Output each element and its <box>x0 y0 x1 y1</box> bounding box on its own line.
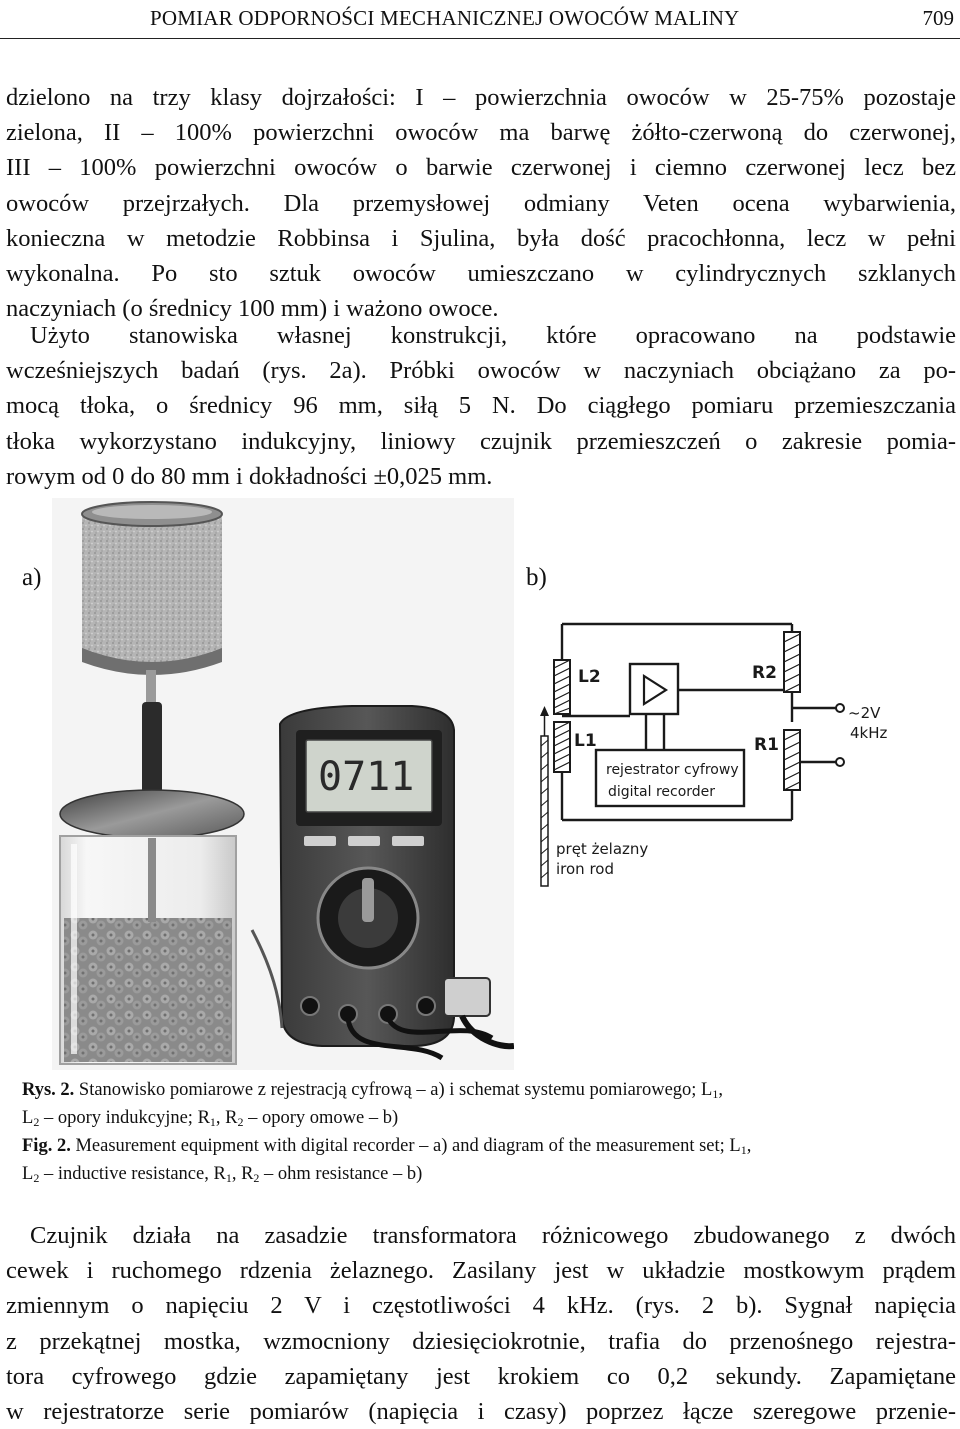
terminal-icon <box>835 703 845 713</box>
text-line: owoców przejrzałych. Dla przemysłowej od… <box>6 189 956 217</box>
text-line: dzielono na trzy klasy dojrzałości: I – … <box>6 84 956 111</box>
figure-caption: Rys. 2. Stanowisko pomiarowe z rejestrac… <box>22 1076 952 1188</box>
label-supply-voltage: ~2V <box>848 704 881 722</box>
paragraph-3: Czujnik działa na zasadzie transformator… <box>6 1218 956 1429</box>
text-line: cewek i ruchomego rdzenia żelaznego. Zas… <box>6 1257 956 1285</box>
running-title: POMIAR ODPORNOŚCI MECHANICZNEJ OWOCÓW MA… <box>150 6 740 30</box>
paragraph-1: dzielono na trzy klasy dojrzałości: I – … <box>6 80 956 326</box>
text-line: wykonalna. Po sto sztuk owoców umieszcza… <box>6 260 956 288</box>
resistor-r1-icon <box>783 729 801 791</box>
paragraph-2: Użyto stanowiska własnej konstrukcji, kt… <box>6 318 956 494</box>
text-line: naczyniach (o średnicy 100 mm) i ważono … <box>6 295 499 323</box>
caption-en-line-1: Fig. 2. Measurement equipment with digit… <box>22 1136 752 1157</box>
caption-en-label: Fig. 2. <box>22 1136 71 1156</box>
label-l1: L1 <box>574 731 597 751</box>
text-line: Czujnik działa na zasadzie transformator… <box>30 1222 956 1249</box>
label-r2: R2 <box>752 663 777 683</box>
caption-pl-line-2: L2 – opory indukcyjne; R1, R2 – opory om… <box>22 1108 399 1129</box>
text-line: tłoka wykorzystano indukcyjny, liniowy c… <box>6 427 956 455</box>
text-line: wcześniejszych badań (rys. 2a). Próbki o… <box>6 357 956 385</box>
figure-schematic-bridge: L2 L1 R2 R1 ~2V 4kHz rejestrator cyfrowy… <box>530 612 910 890</box>
caption-pl-line-1: Rys. 2. Stanowisko pomiarowe z rejestrac… <box>22 1080 723 1101</box>
coil-l1-icon <box>553 721 571 773</box>
label-supply-frequency: 4kHz <box>850 724 888 742</box>
figure-label-b: b) <box>526 564 547 591</box>
coil-l2-icon <box>553 659 571 715</box>
text-line: tora cyfrowego gdzie zapamiętany jest kr… <box>6 1362 956 1390</box>
text-line: w rejestratorze serie pomiarów (napięcia… <box>6 1398 956 1426</box>
text-line: Użyto stanowiska własnej konstrukcji, kt… <box>30 322 956 349</box>
resistor-r2-icon <box>783 631 801 693</box>
figure-label-a: a) <box>22 564 42 591</box>
text-line: rowym od 0 do 80 mm i dokładności ±0,025… <box>6 462 493 490</box>
label-rod-pl: pręt żelazny <box>556 840 648 858</box>
figure-photo-measurement-stand: 0711 <box>52 498 514 1070</box>
label-recorder-en: digital recorder <box>608 784 715 800</box>
text-line: mocą tłoka, o średnicy 96 mm, siłą 5 N. … <box>6 392 956 420</box>
iron-rod-icon <box>540 706 549 887</box>
label-r1: R1 <box>754 735 779 755</box>
label-rod-en: iron rod <box>556 860 614 878</box>
caption-en-line-2: L2 – inductive resistance, R1, R2 – ohm … <box>22 1164 423 1185</box>
label-l2: L2 <box>578 667 601 687</box>
text-line: z przekątnej mostka, wzmocniony dziesięc… <box>6 1327 956 1355</box>
meter-display-value: 0711 <box>318 754 414 800</box>
text-line: zmiennym o napięciu 2 V i częstotliwości… <box>6 1292 956 1320</box>
caption-pl-label: Rys. 2. <box>22 1080 75 1100</box>
header-rule <box>0 38 960 39</box>
text-line: konieczna w metodzie Robbinsa i Sjulina,… <box>6 224 956 252</box>
text-line: III – 100% powierzchni owoców o barwie c… <box>6 154 956 182</box>
text-line: zielona, II – 100% powierzchni owoców ma… <box>6 119 956 147</box>
terminal-icon <box>835 757 845 767</box>
page-number: 709 <box>922 6 955 30</box>
label-recorder-pl: rejestrator cyfrowy <box>606 762 739 778</box>
running-header: POMIAR ODPORNOŚCI MECHANICZNEJ OWOCÓW MA… <box>0 0 960 40</box>
